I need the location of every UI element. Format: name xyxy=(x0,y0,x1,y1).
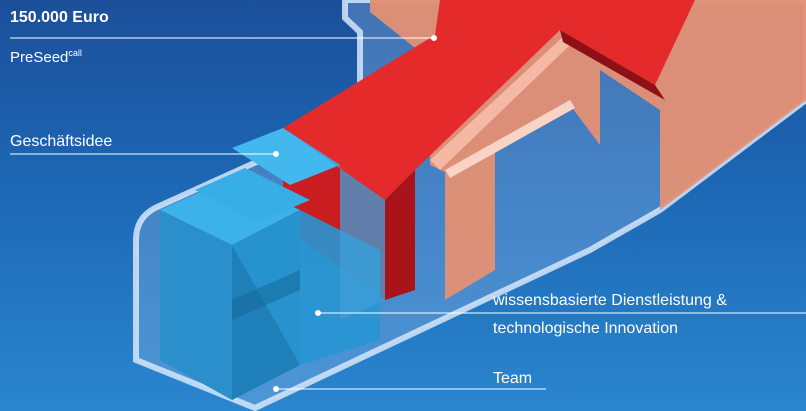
amount-label: 150.000 Euro xyxy=(10,9,109,26)
preseed-text: PreSeed xyxy=(10,49,69,66)
service-label-line1: wissensbasierte Dienstleistung & xyxy=(493,292,727,309)
business-idea-label: Geschäftsidee xyxy=(10,133,113,150)
leader-lines xyxy=(10,35,806,392)
blue-blocks xyxy=(160,128,385,400)
team-label: Team xyxy=(493,370,533,387)
service-label-line2: technologische Innovation xyxy=(493,320,679,337)
preseed-label: PreSeedcall xyxy=(10,48,82,67)
preseed-superscript: call xyxy=(68,48,82,58)
